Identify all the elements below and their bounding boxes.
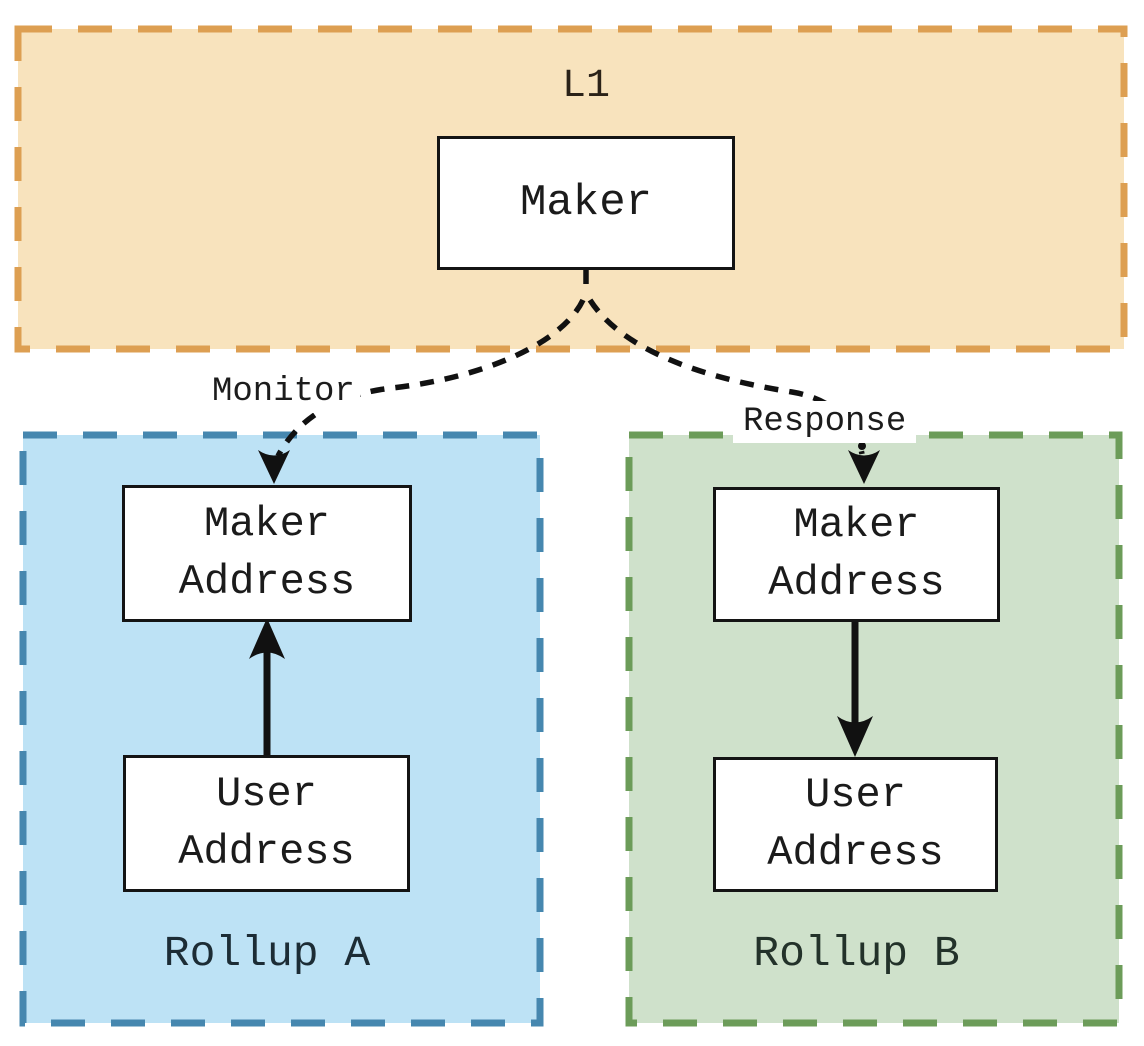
rollup-a-maker-address-line2: Address bbox=[178, 557, 356, 606]
user-to-maker-arrowhead-a-icon bbox=[249, 618, 285, 659]
rollup-b-region-title: Rollup B bbox=[753, 929, 960, 978]
rollup-a-user-address-line2: Address bbox=[178, 827, 355, 876]
rollup-a-user-address-node: User Address bbox=[123, 755, 410, 892]
rollup-b-maker-address-node: Maker Address bbox=[713, 487, 1000, 622]
response-edge-label: Response bbox=[733, 401, 917, 443]
rollup-a-maker-address-line1: Maker bbox=[203, 499, 331, 548]
maker-node: Maker bbox=[437, 136, 735, 270]
l1-region-title: L1 bbox=[561, 64, 610, 109]
rollup-b-maker-address-line1: Maker bbox=[793, 500, 920, 549]
rollup-b-user-address-node: User Address bbox=[713, 757, 998, 892]
rollup-b-user-address-line1: User bbox=[805, 770, 906, 819]
monitor-arrowhead-icon bbox=[258, 450, 290, 484]
maker-node-label: Maker bbox=[519, 177, 653, 228]
maker-to-user-arrowhead-b-icon bbox=[837, 716, 873, 757]
rollup-b-maker-address-line2: Address bbox=[768, 558, 945, 607]
monitor-edge-label: Monitor bbox=[207, 371, 360, 413]
rollup-a-maker-address-node: Maker Address bbox=[122, 485, 412, 622]
rollup-a-region-title: Rollup A bbox=[163, 929, 371, 978]
response-edge-dot bbox=[858, 442, 866, 450]
rollup-b-user-address-line2: Address bbox=[767, 828, 944, 877]
response-edge bbox=[587, 298, 865, 455]
response-arrowhead-icon bbox=[848, 450, 880, 484]
rollup-a-user-address-line1: User bbox=[216, 769, 317, 818]
monitor-edge bbox=[275, 298, 586, 458]
